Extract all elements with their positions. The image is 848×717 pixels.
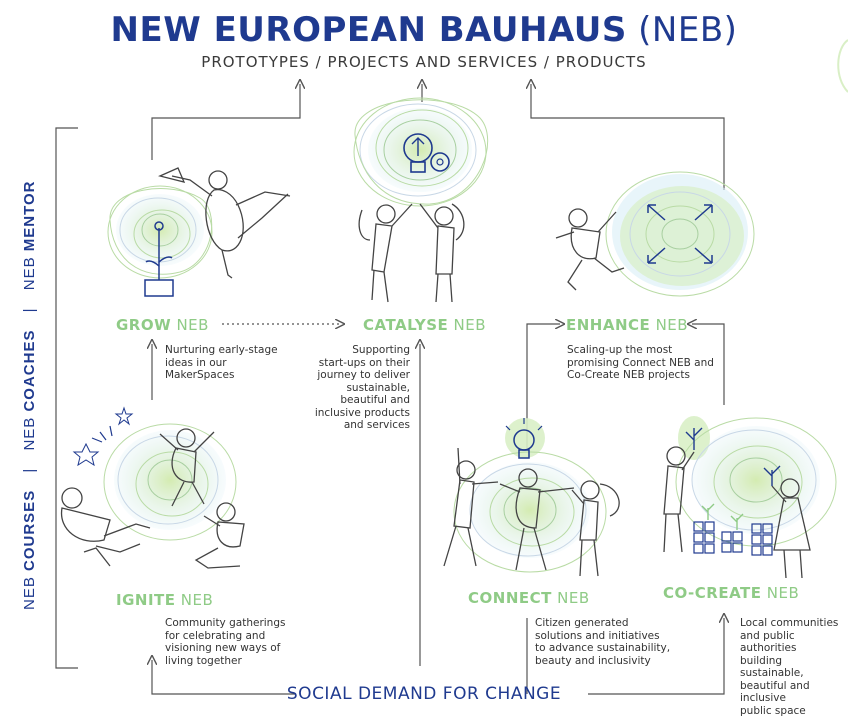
ignite-illustration	[60, 406, 245, 569]
separator-2: |	[21, 307, 38, 312]
coaches-label: COACHES	[21, 330, 38, 412]
stage-enhance: ENHANCE NEB	[566, 316, 689, 334]
stage-connect: CONNECT NEB	[468, 589, 590, 607]
catalyse-illustration	[353, 97, 489, 303]
svg-text:NEB COURSES |: NEB COURSES | NEB COACHES | NEB MENTORS	[21, 180, 38, 610]
subtitle: PROTOTYPES / PROJECTS AND SERVICES / PRO…	[201, 53, 647, 71]
connect-illustration	[443, 418, 620, 577]
mentors-label: MENTORS	[21, 180, 38, 251]
side-labels-svg: NEB COURSES | NEB COACHES | NEB MENTORS	[21, 170, 38, 610]
arrow-cocreate-enhance	[692, 324, 725, 405]
separator-1: |	[21, 468, 38, 473]
mentors-prefix: NEB	[21, 256, 38, 290]
arrow-connect-enhance	[526, 324, 560, 448]
cocreate-illustration	[663, 416, 837, 579]
page-title: NEW EUROPEAN BAUHAUS (NEB)	[110, 10, 738, 50]
edge-swirl	[837, 39, 848, 93]
coaches-prefix: NEB	[21, 417, 38, 451]
arrow-enhance-up	[531, 84, 725, 190]
social-demand-label: SOCIAL DEMAND FOR CHANGE	[286, 684, 562, 704]
stage-grow: GROW NEB	[116, 316, 209, 334]
courses-label: COURSES	[21, 490, 38, 571]
courses-prefix: NEB	[21, 576, 38, 610]
arrow-social-right	[588, 618, 724, 695]
grow-illustration	[107, 167, 291, 297]
side-bracket	[55, 127, 78, 669]
arrow-social-ignite	[152, 660, 296, 695]
arrow-grow-up	[151, 84, 300, 160]
stage-cocreate: CO-CREATE NEB	[663, 584, 800, 602]
enhance-illustration	[555, 171, 755, 297]
side-labels: NEB COURSES | NEB COACHES | NEB MENTORS	[6, 170, 42, 620]
stage-catalyse: CATALYSE NEB	[363, 316, 487, 334]
stage-ignite: IGNITE NEB	[116, 591, 214, 609]
